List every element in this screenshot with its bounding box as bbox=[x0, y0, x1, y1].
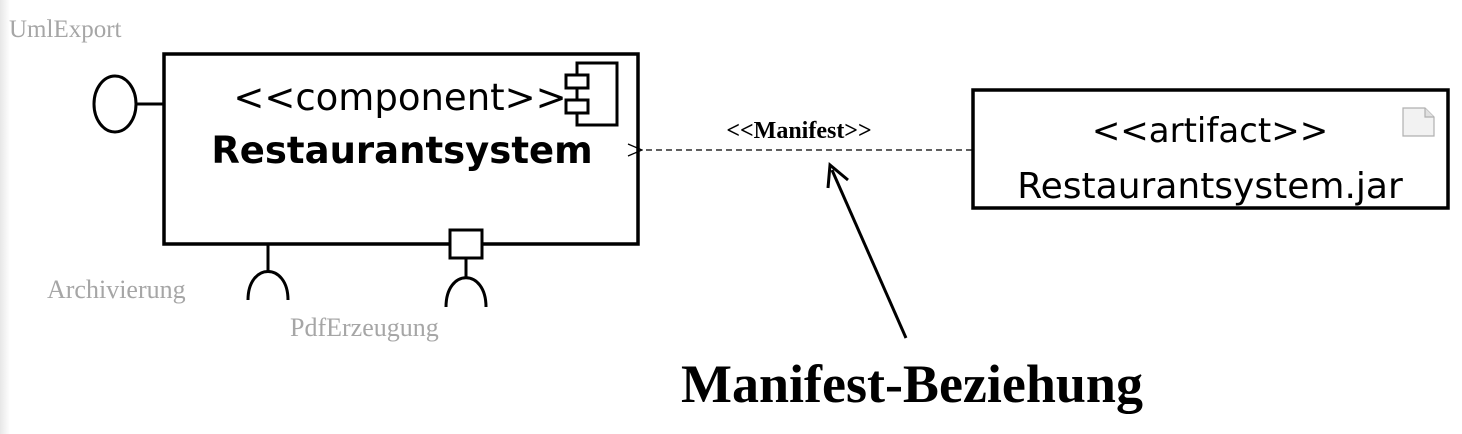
artifact-stereotype: <<artifact>> bbox=[1092, 111, 1328, 151]
required-interface-archivierung[interactable]: Archivierung bbox=[47, 244, 290, 304]
interface-label-archivierung: Archivierung bbox=[47, 275, 186, 304]
socket-icon bbox=[246, 270, 290, 301]
socket-icon bbox=[444, 276, 488, 308]
artifact-restaurantsystem-jar[interactable]: <<artifact>> Restaurantsystem.jar bbox=[971, 88, 1450, 210]
component-icon bbox=[564, 61, 619, 127]
manifest-dependency[interactable]: <<Manifest>> bbox=[642, 118, 972, 150]
annotation-label: Manifest-Beziehung bbox=[681, 354, 1143, 414]
required-interface-pdferzeugung[interactable]: PdfErzeugung bbox=[290, 228, 488, 342]
port-square bbox=[448, 228, 484, 260]
component-restaurantsystem[interactable]: <<component>> Restaurantsystem bbox=[162, 52, 640, 246]
page-edge-shadow bbox=[0, 0, 10, 434]
provided-interface-umlexport[interactable]: UmlExport bbox=[9, 16, 164, 134]
annotation-arrow bbox=[826, 162, 908, 339]
interface-label-umlexport: UmlExport bbox=[9, 16, 122, 43]
document-icon bbox=[1402, 107, 1435, 137]
artifact-box[interactable] bbox=[971, 88, 1450, 210]
manifest-stereotype: <<Manifest>> bbox=[726, 118, 871, 144]
component-name: Restaurantsystem bbox=[211, 129, 592, 172]
component-box[interactable] bbox=[162, 52, 640, 246]
artifact-name: Restaurantsystem.jar bbox=[1017, 166, 1403, 207]
lollipop-icon bbox=[92, 74, 138, 134]
component-stereotype: <<component>> bbox=[233, 76, 566, 119]
interface-label-pdferzeugung: PdfErzeugung bbox=[290, 313, 439, 342]
